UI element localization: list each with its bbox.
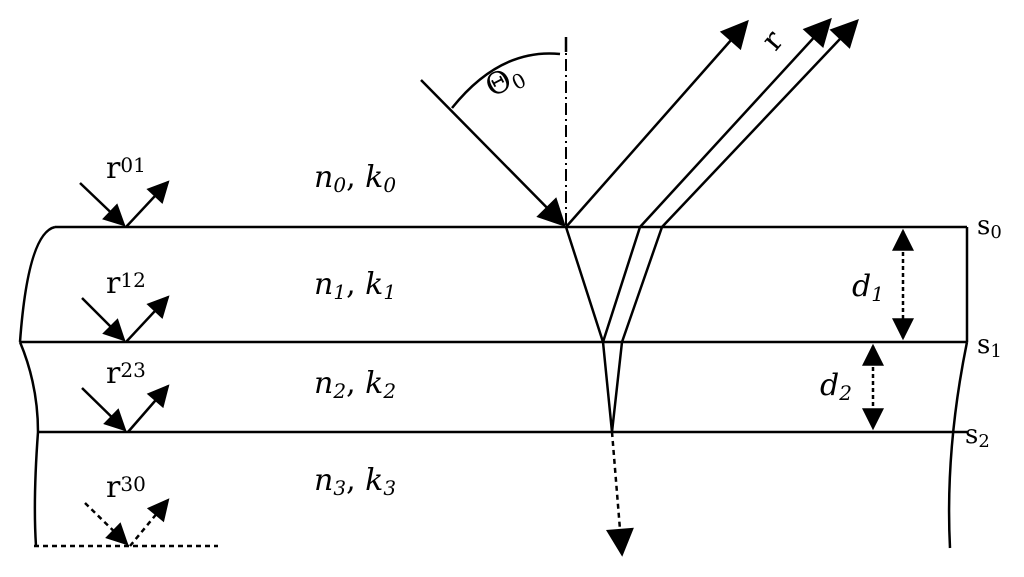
thickness-label-d2: d2 [820, 368, 852, 405]
r12-reflected-arrow [125, 295, 170, 343]
r30-incident-arrow [84, 502, 129, 546]
r12-incident-arrow [81, 297, 126, 342]
coef-label-r23: r23 [106, 356, 146, 391]
thickness-label-d1: d1 [852, 269, 884, 306]
r30-reflected-arrow [129, 498, 170, 547]
reflected-label: r [755, 23, 791, 57]
reflected-beam-1 [565, 19, 749, 228]
reflected-beam-3 [661, 18, 859, 228]
transmitted-beam [605, 431, 634, 557]
r23-incident-arrow [81, 387, 127, 432]
layer-label-0: n0, k0 [314, 160, 396, 197]
interface-label-s1: s1 [977, 330, 1002, 362]
layer-label-3: n3, k3 [314, 463, 396, 500]
r01-incident-arrow [79, 182, 126, 227]
coef-label-r12: r12 [106, 266, 146, 301]
left-edge-layer2 [18, 341, 40, 433]
right-edge-lower [947, 341, 969, 549]
r23-reflected-arrow [127, 384, 170, 433]
r01-reflected-arrow [125, 180, 170, 228]
interface-label-s2: s2 [965, 420, 990, 452]
theta-arc [451, 52, 561, 109]
incident-beam [420, 79, 566, 227]
beam-path-2 [601, 226, 664, 433]
interface-label-s0: s0 [977, 211, 1002, 243]
layer-label-1: n1, k1 [314, 267, 396, 304]
left-edge-substrate [33, 431, 40, 547]
layer-label-2: n2, k2 [314, 366, 396, 403]
coef-label-r01: r01 [106, 151, 146, 186]
left-edge-layer1 [18, 225, 56, 343]
reflected-beam-2 [639, 17, 832, 228]
coef-label-r30: r30 [106, 470, 146, 505]
